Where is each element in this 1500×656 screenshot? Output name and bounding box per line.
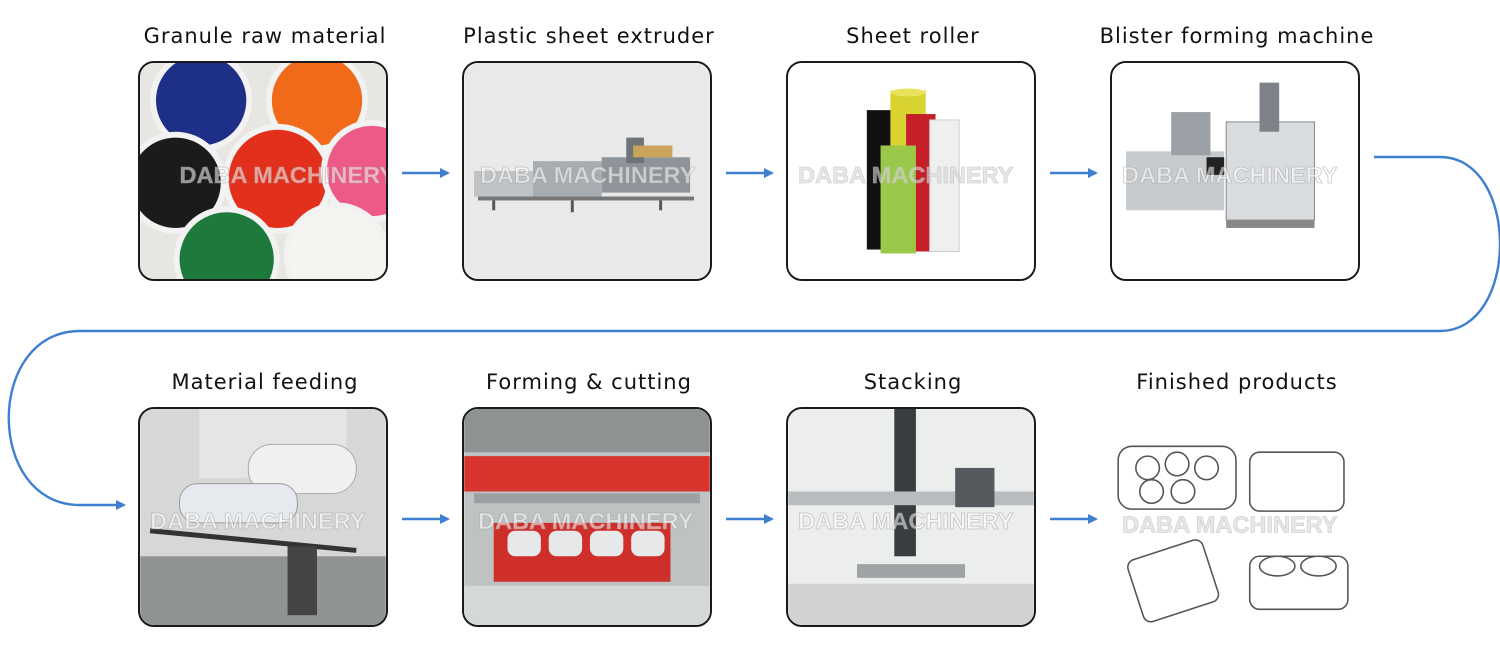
step-image-forming-cutting: DABA MACHINERY	[462, 407, 712, 627]
step-label-stacking: Stacking	[863, 370, 963, 394]
step-image-granule-raw-material: DABA MACHINERY	[138, 61, 388, 281]
step-label-sheet-roller: Sheet roller	[846, 24, 980, 48]
step-image-stacking: DABA MACHINERY	[786, 407, 1036, 627]
step-label-blister-forming-machine: Blister forming machine	[1099, 24, 1375, 48]
step-label-forming-cutting: Forming & cutting	[486, 370, 692, 394]
watermark: DABA MACHINERY	[180, 162, 386, 188]
step-image-blister-forming-machine: DABA MACHINERY	[1110, 61, 1360, 281]
step-label-finished-products: Finished products	[1136, 370, 1338, 394]
watermark: DABA MACHINERY	[478, 508, 694, 534]
watermark: DABA MACHINERY	[150, 508, 366, 534]
step-image-plastic-sheet-extruder: DABA MACHINERY	[462, 61, 712, 281]
step-image-material-feeding: DABA MACHINERY	[138, 407, 388, 627]
arrow-4-5-curve	[7, 155, 1500, 510]
watermark: DABA MACHINERY	[1122, 162, 1338, 188]
watermark: DABA MACHINERY	[798, 508, 1014, 534]
step-label-plastic-sheet-extruder: Plastic sheet extruder	[463, 24, 715, 48]
watermark: DABA MACHINERY	[1122, 512, 1338, 538]
step-image-finished-products: DABA MACHINERY	[1110, 407, 1360, 627]
step-label-material-feeding: Material feeding	[171, 370, 359, 394]
watermark: DABA MACHINERY	[798, 162, 1014, 188]
step-image-sheet-roller: DABA MACHINERY	[786, 61, 1036, 281]
watermark: DABA MACHINERY	[480, 162, 696, 188]
step-label-granule-raw-material: Granule raw material	[143, 24, 387, 48]
